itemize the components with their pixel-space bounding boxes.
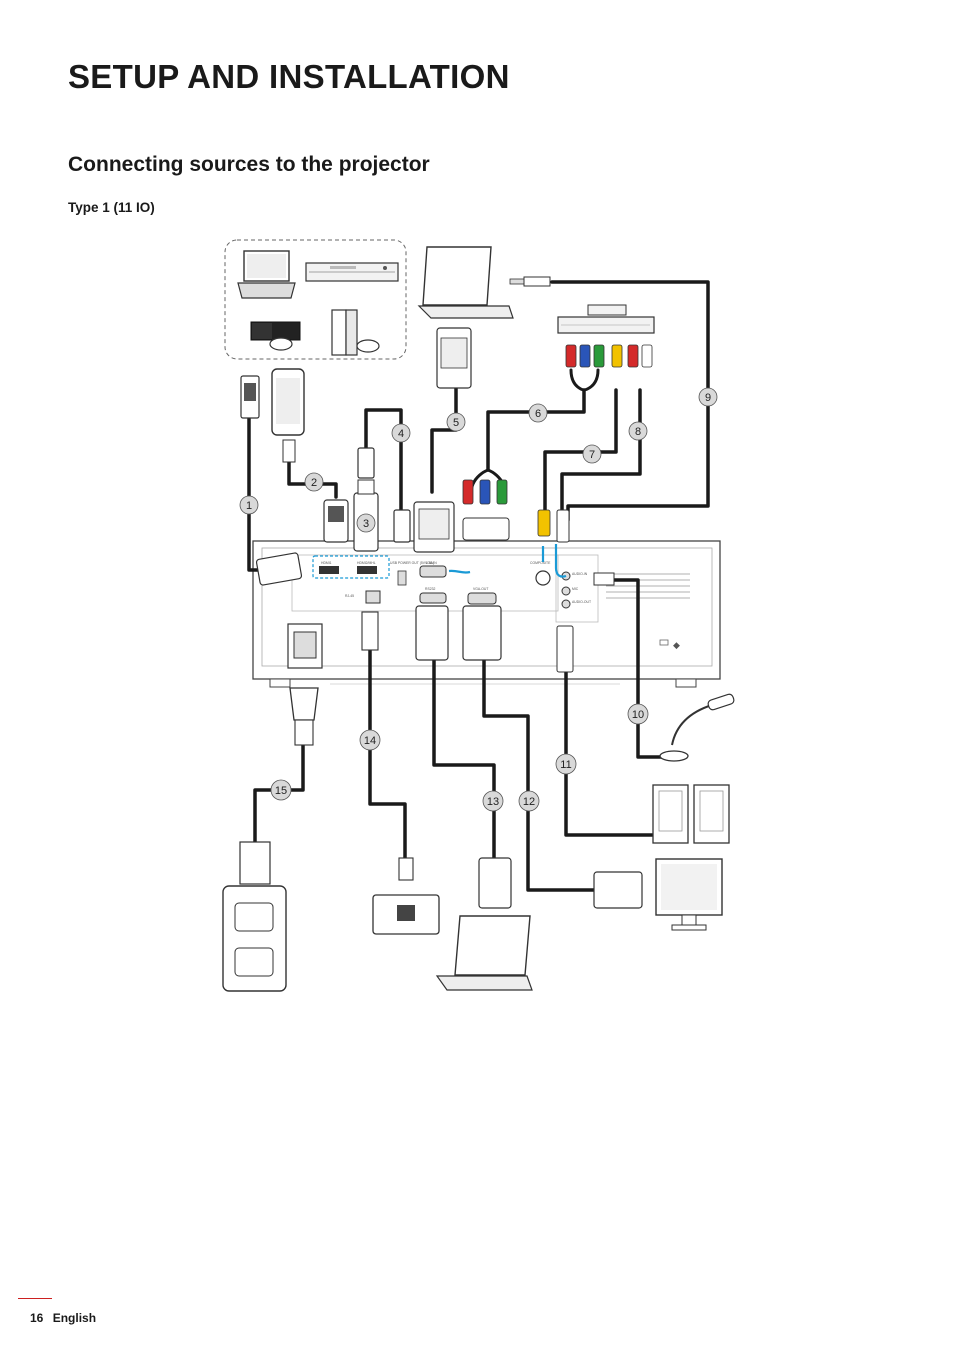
section-title: Connecting sources to the projector: [68, 153, 430, 176]
usb-plug-icon: [357, 447, 411, 543]
callout-9: 9: [698, 387, 718, 407]
ethernet-plug-icon: [372, 894, 440, 935]
dvd-player-icon: [305, 262, 399, 282]
ethernet-plug-icon: [361, 611, 414, 881]
hdmi-dongle-icon: [323, 499, 349, 543]
footer-language: English: [52, 1311, 97, 1325]
svg-text:15: 15: [275, 785, 287, 797]
component-rca-icon: [462, 344, 653, 541]
svg-text:1: 1: [246, 500, 252, 512]
svg-text:10: 10: [632, 709, 644, 721]
port-label-audio-in: AUDIO-IN: [572, 572, 588, 576]
wall-outlet-icon: [222, 885, 287, 992]
port-label-vga-in: VGA-IN: [425, 561, 437, 565]
port-label-mic: MIC: [572, 587, 579, 591]
callout-8: 8: [628, 421, 648, 441]
svg-text:4: 4: [398, 428, 404, 440]
svg-text:9: 9: [705, 392, 711, 404]
page-number: 16: [30, 1311, 44, 1325]
port-label-composite: COMPOSITE: [530, 561, 551, 565]
callout-14: 14: [359, 729, 381, 751]
callout-3: 3: [356, 513, 376, 533]
svg-text:3: 3: [363, 518, 369, 530]
svg-text:◆: ◆: [673, 640, 680, 650]
audio-jack-icon: [556, 509, 615, 673]
svg-text:14: 14: [364, 735, 376, 747]
laptop-icon: [237, 250, 296, 299]
callout-1: 1: [239, 495, 259, 515]
callout-markers: 1 2 3 4 5 6 7 8: [239, 387, 718, 812]
port-label-usb-power: USB POWER OUT (5V 1.5A): [390, 561, 434, 565]
port-label-audio-out: AUDIO-OUT: [572, 600, 591, 604]
svg-text:8: 8: [635, 426, 641, 438]
callout-5: 5: [446, 412, 466, 432]
vga-connector-icon: [413, 327, 643, 909]
microphone-icon: [659, 693, 735, 762]
source-devices-group: [224, 239, 407, 360]
svg-text:2: 2: [311, 477, 317, 489]
callout-15: 15: [270, 779, 292, 801]
speakers-icon: [652, 784, 730, 844]
svg-text:11: 11: [560, 759, 571, 771]
svg-text:5: 5: [453, 417, 459, 429]
callout-2: 2: [304, 472, 324, 492]
laptop-icon: [435, 915, 533, 991]
svg-text:7: 7: [589, 449, 595, 461]
hdmi-dongle-icon: [240, 375, 303, 586]
port-highlight: [312, 544, 567, 579]
callout-7: 7: [582, 444, 602, 464]
power-plug-icon: [239, 687, 319, 885]
callout-6: 6: [528, 403, 548, 423]
laptop-icon: [417, 246, 514, 319]
port-label-rs232: RS232: [425, 587, 435, 591]
game-console-icon: [331, 309, 380, 356]
callout-13: 13: [482, 790, 504, 812]
callout-11: 11: [555, 753, 577, 775]
callout-12: 12: [518, 790, 540, 812]
callout-10: 10: [627, 703, 649, 725]
page-footer: 16 English: [30, 1311, 102, 1325]
svg-text:13: 13: [487, 796, 499, 808]
page-title: SETUP AND INSTALLATION: [68, 58, 510, 95]
monitor-icon: [655, 858, 723, 931]
footer-rule: [18, 1298, 52, 1299]
dvd-player-icon: [557, 304, 655, 334]
port-label-rj45: RJ-45: [345, 594, 354, 598]
svg-text:6: 6: [535, 408, 541, 420]
svg-text:12: 12: [523, 796, 535, 808]
subsection-title: Type 1 (11 IO): [68, 200, 155, 215]
port-label-hdmi2: HDMI2/MHL: [357, 561, 376, 565]
game-console-icon: [250, 321, 301, 351]
port-label-vga-out: VGA-OUT: [473, 587, 488, 591]
port-label-hdmi1: HDMI1: [321, 561, 332, 565]
audio-jack-icon: [509, 276, 551, 287]
smartphone-icon: [271, 368, 305, 463]
callout-4: 4: [391, 423, 411, 443]
